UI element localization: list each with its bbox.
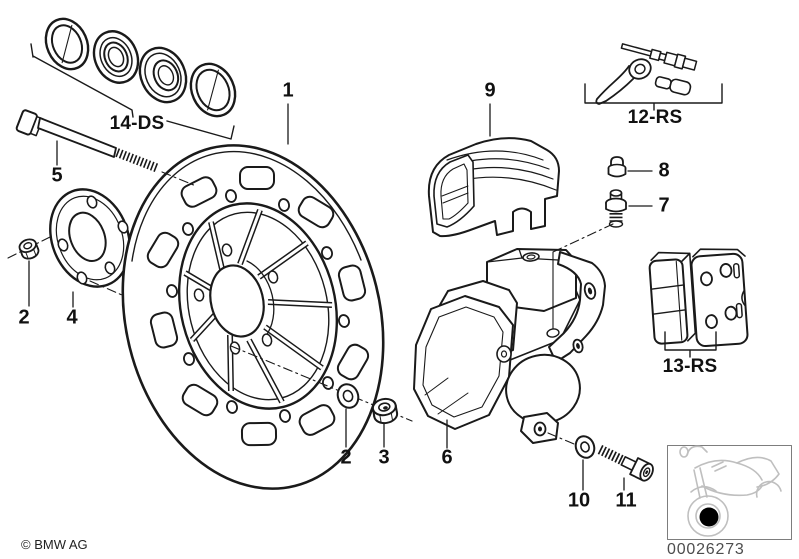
pad-kit-bracket — [664, 331, 717, 358]
dust-cap — [607, 156, 653, 178]
callout-pad-kit: 13-RS — [662, 356, 718, 377]
callout-caliper-bolt: 11 — [615, 489, 637, 512]
repair-kit-bracket — [584, 83, 723, 111]
callout-caliper: 6 — [441, 446, 453, 469]
callout-cover: 9 — [484, 79, 496, 102]
disc-washer — [336, 383, 360, 448]
callout-seal-kit: 14-DS — [109, 113, 165, 134]
axle-nut — [7, 230, 63, 307]
callout-axle-bolt: 5 — [51, 164, 63, 187]
diagram-number: 00026273 — [667, 541, 745, 558]
bleed-valve — [552, 189, 653, 253]
brake-disc — [121, 103, 385, 490]
callout-disc-nut: 3 — [378, 446, 390, 469]
caliper-cover — [427, 103, 560, 238]
callout-dust-cap: 8 — [658, 159, 670, 182]
axle-bolt — [15, 109, 159, 173]
copyright-text: © BMW AG — [21, 537, 88, 552]
callout-repair-kit: 12-RS — [627, 107, 683, 128]
callout-caliper-washer: 10 — [567, 489, 591, 512]
location-thumbnail — [667, 445, 792, 540]
assembly-axis-lines — [161, 171, 413, 422]
seal-kit-bracket — [30, 43, 235, 140]
callout-axle-nut: 2 — [18, 306, 30, 329]
brake-caliper — [413, 248, 606, 449]
caliper-washer — [547, 432, 596, 491]
callout-disc-washer: 2 — [340, 446, 352, 469]
location-dot — [699, 507, 719, 527]
callout-bleed-valve: 7 — [658, 194, 670, 217]
seal-kit-rings — [30, 17, 237, 140]
brake-pad-set — [648, 248, 749, 358]
motorcycle-sketch-icon — [679, 445, 782, 537]
wheel-flange — [49, 188, 132, 308]
callout-flange: 4 — [66, 306, 78, 329]
caliper-bolt — [597, 444, 654, 491]
disc-nut — [371, 397, 399, 448]
callout-disc: 1 — [282, 79, 294, 102]
repair-kit-parts — [584, 43, 723, 111]
